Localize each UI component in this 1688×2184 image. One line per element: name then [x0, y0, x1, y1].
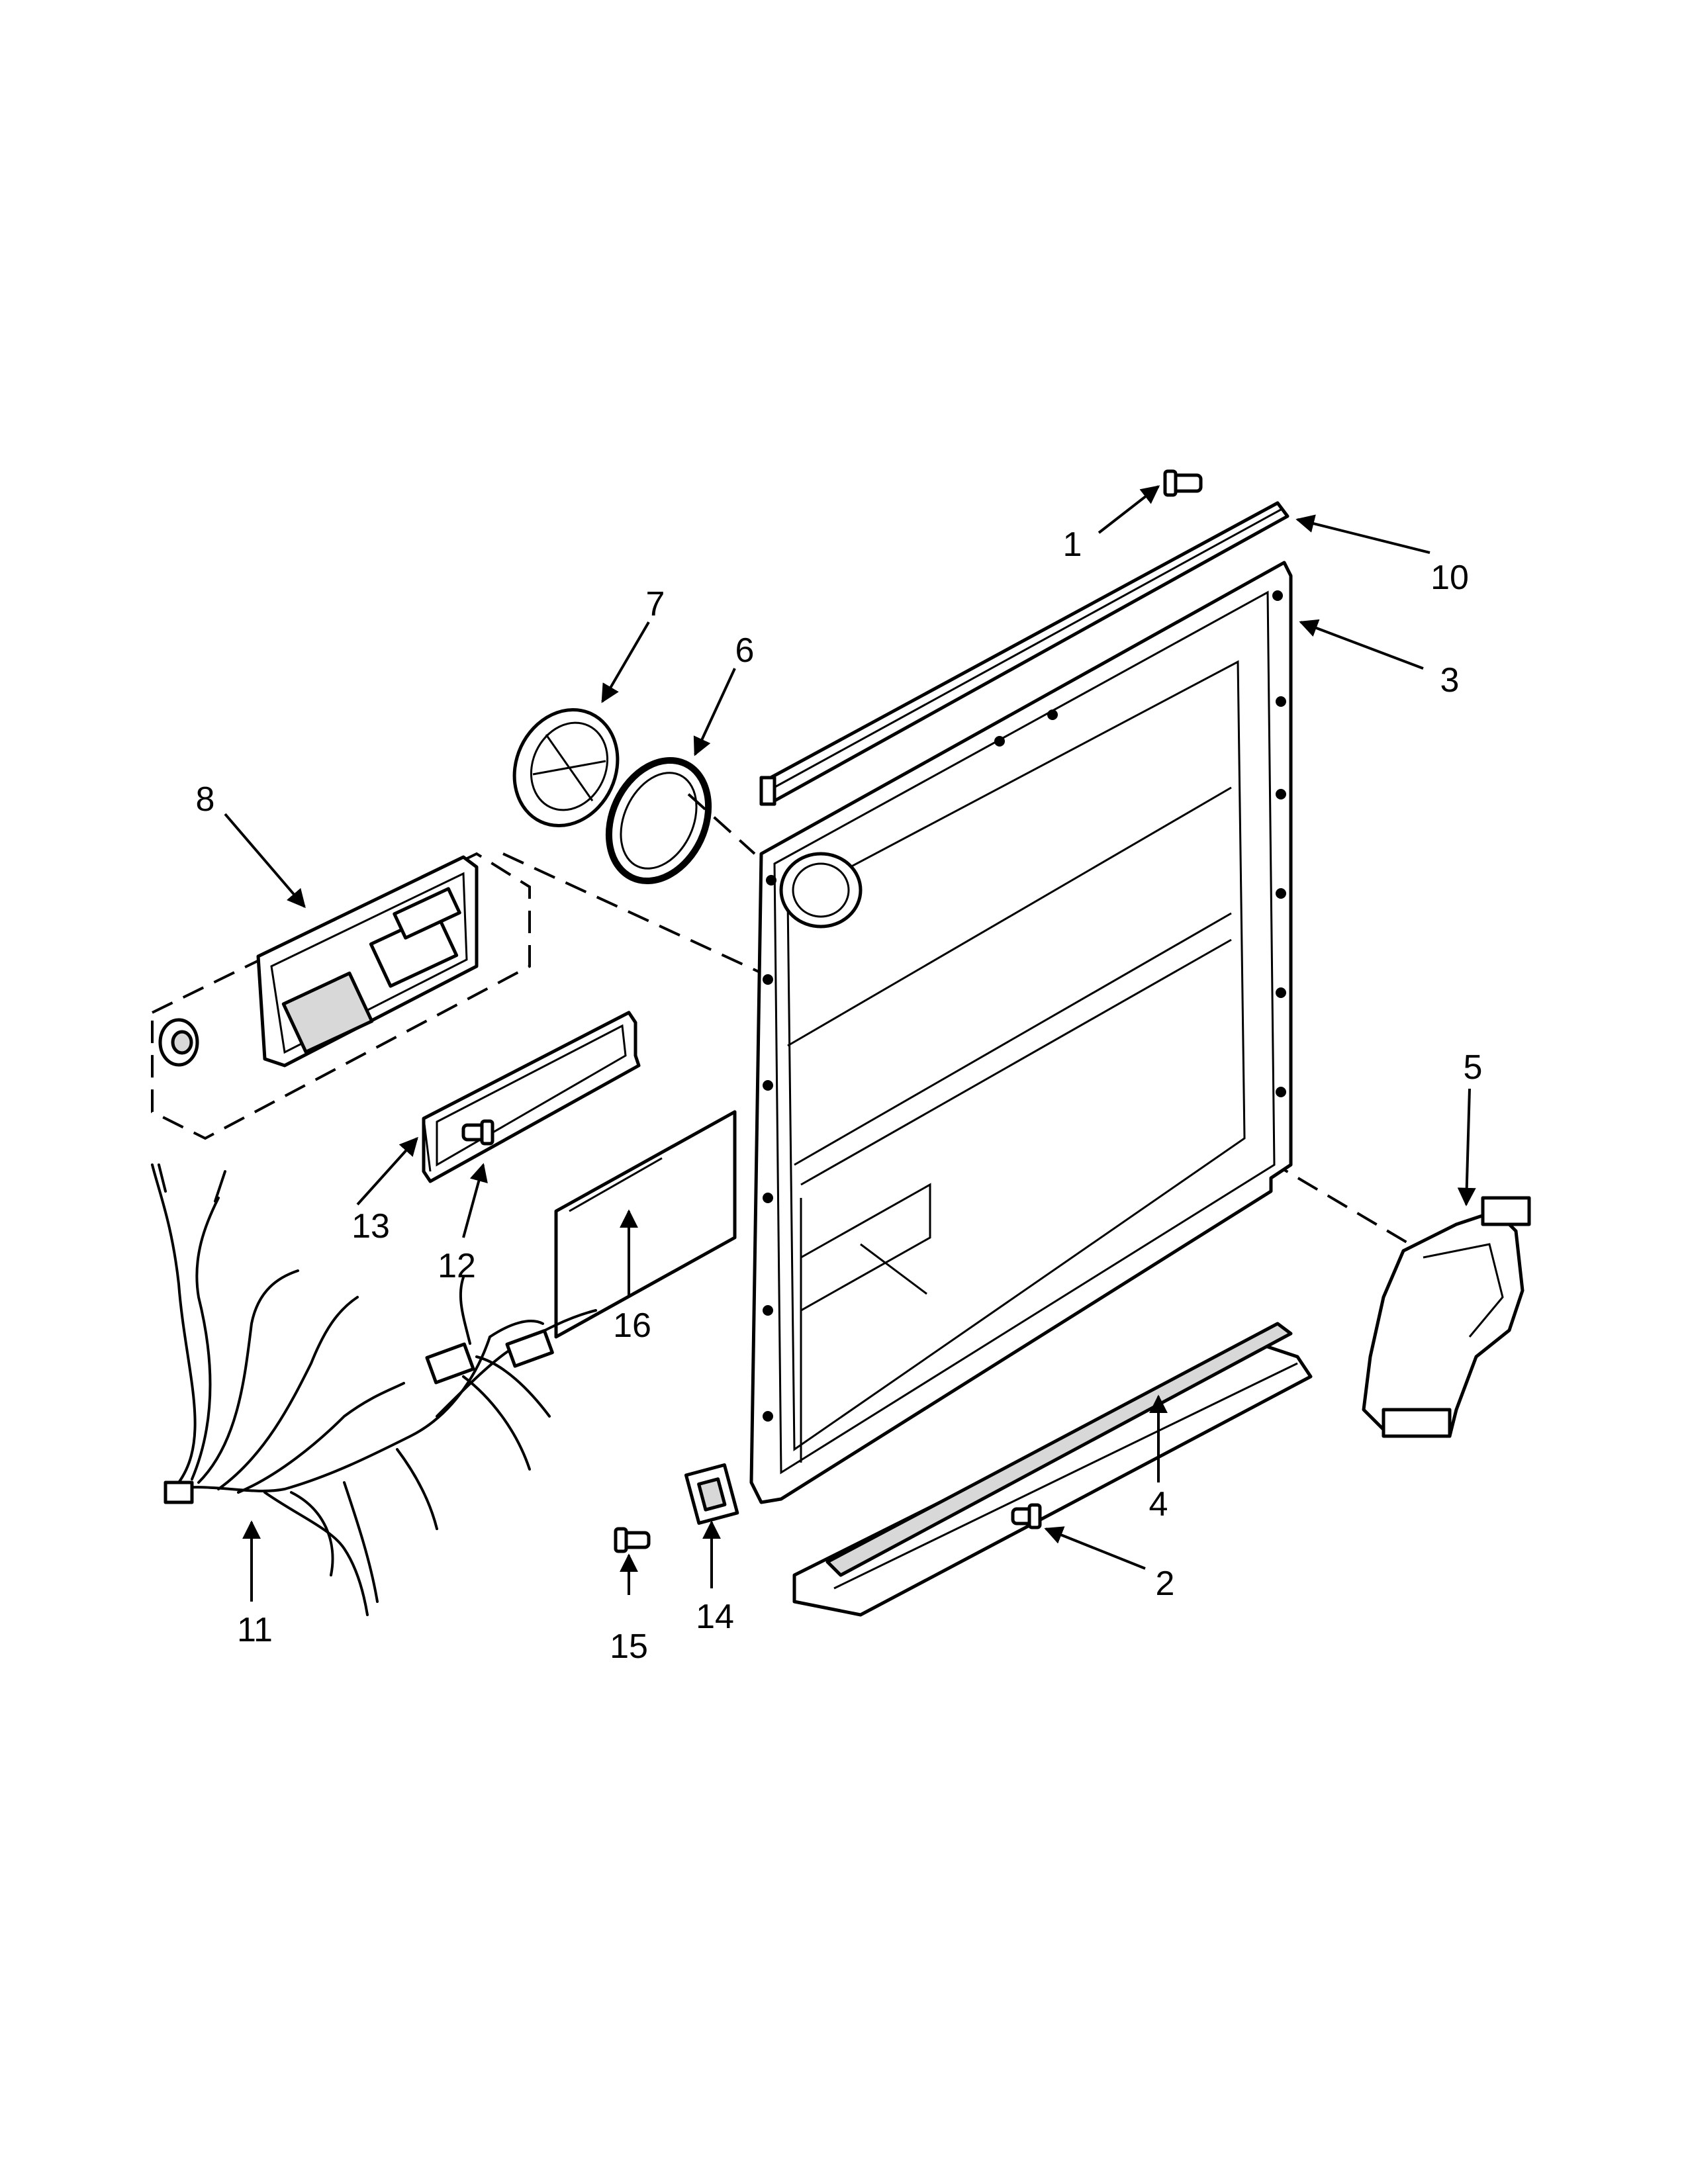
callout-13: 13 [352, 1207, 390, 1246]
callout-leaders [224, 485, 1476, 1602]
screw-part-1 [1163, 469, 1203, 497]
vent-duct [1362, 1196, 1531, 1438]
control-module-assembly [151, 852, 531, 1140]
callout-2: 2 [1156, 1565, 1175, 1603]
callout-1: 1 [1063, 525, 1082, 564]
screw-part-12 [461, 1119, 494, 1146]
callout-15: 15 [610, 1627, 648, 1666]
bottom-trim [792, 1322, 1313, 1617]
bracket-clip [684, 1463, 739, 1525]
screw-part-2 [1011, 1503, 1042, 1529]
callout-7: 7 [646, 585, 665, 623]
callout-4: 4 [1149, 1485, 1168, 1524]
wiring-harness [151, 1163, 597, 1616]
panel-screw-holes [763, 590, 1286, 1422]
control-gasket [422, 1011, 641, 1183]
callout-16: 16 [613, 1306, 651, 1345]
callout-8: 8 [196, 780, 215, 819]
callout-labels: 1 10 3 7 6 8 5 4 2 13 12 16 11 14 15 [196, 525, 1483, 1666]
callout-12: 12 [438, 1247, 476, 1285]
door-inner-panel [749, 561, 1293, 1504]
top-trim-strip [759, 501, 1289, 806]
callout-14: 14 [696, 1598, 734, 1636]
callout-10: 10 [1430, 559, 1469, 597]
callout-5: 5 [1464, 1048, 1483, 1087]
callout-11: 11 [237, 1611, 273, 1649]
callout-3: 3 [1440, 661, 1460, 700]
screw-part-15 [614, 1527, 651, 1553]
vent-cover [512, 707, 620, 828]
insulation-panel [554, 1110, 737, 1339]
vent-gasket [605, 756, 712, 885]
callout-6: 6 [735, 631, 755, 670]
